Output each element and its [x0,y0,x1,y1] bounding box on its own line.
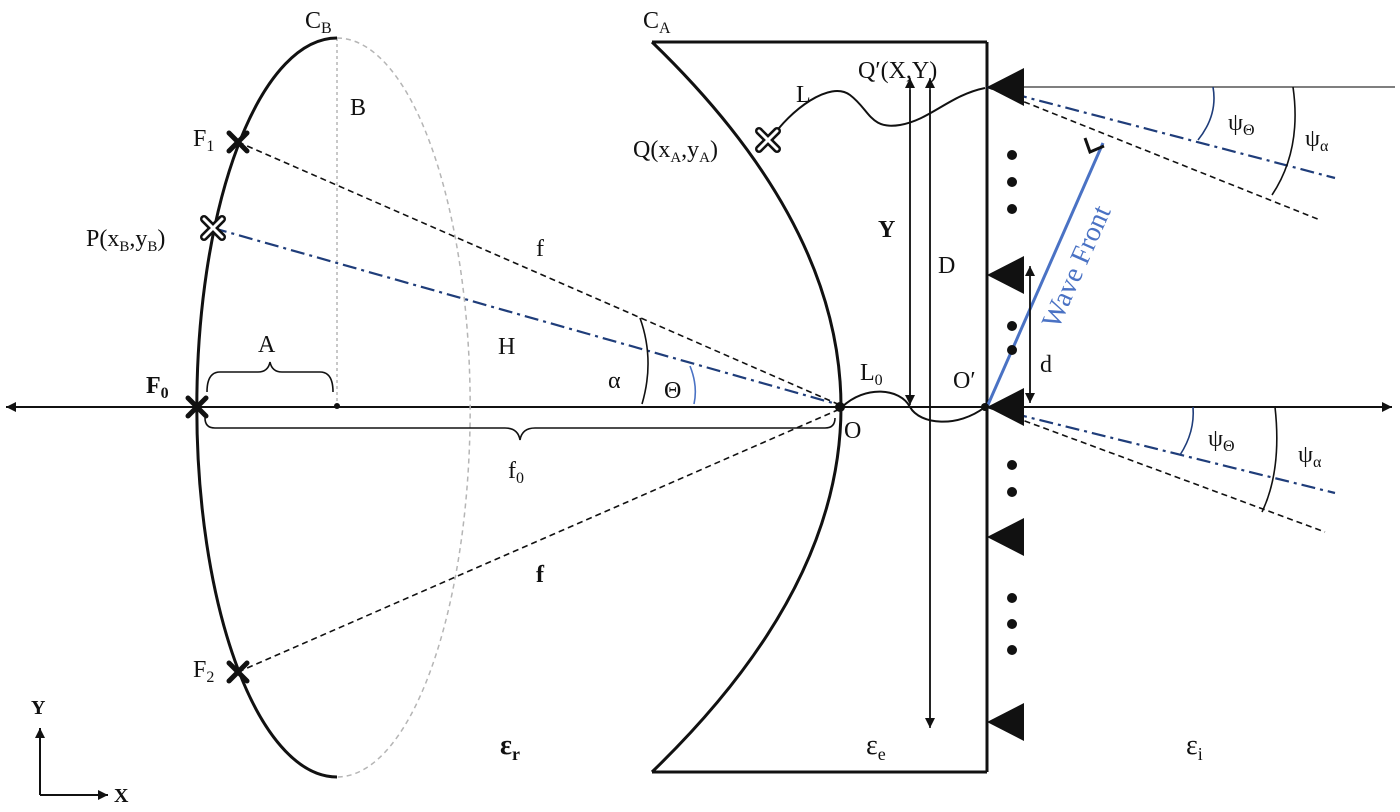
array-dot [1007,645,1017,655]
array-dot [1007,619,1017,629]
point-oprime [981,403,989,411]
array-element-top [987,68,1024,106]
label-psi-alpha-bottom: ψα [1298,442,1322,471]
label-axis-y: Y [31,697,46,719]
path-l0 [841,390,986,423]
label-a: A [258,332,276,358]
label-d-dimension: D [938,253,955,279]
arc-psi-alpha-bottom [1261,406,1278,513]
array-element-lower-mid [987,518,1024,556]
label-h: H [498,334,515,360]
label-cb: CB [305,8,332,37]
marker-f1 [226,130,250,154]
array-element-center [987,388,1024,426]
array-dot [1007,487,1017,497]
marker-q [755,127,781,153]
label-psi-alpha-top: ψα [1305,126,1329,155]
label-qprime: Q′(X,Y) [858,58,937,84]
ray-f2 [237,408,841,673]
array-element-upper-mid [987,256,1024,294]
array-dot [1007,177,1017,187]
marker-p [200,215,226,241]
point-o [835,402,845,412]
ray-f1 [237,141,841,406]
bottom-steered-ray-dashed [986,406,1326,533]
array-dot [1007,593,1017,603]
top-steered-ray-blue [986,85,1336,180]
label-f1: F1 [193,126,214,155]
label-theta: Θ [664,378,681,404]
brace-f0 [204,417,836,441]
array-dot [1007,321,1017,331]
bottom-steered-ray-blue [986,405,1336,495]
label-f0: F0 [146,373,169,402]
arc-psi-theta-bottom [1179,406,1195,456]
brace-a [206,361,334,393]
array-dot [1007,345,1017,355]
label-eps-i: εi [1186,730,1203,764]
label-l0: L0 [860,360,883,389]
label-psi-theta-bottom: ψΘ [1208,426,1235,455]
ellipse-dashed-half [336,37,471,778]
label-q: Q(xA,yA) [633,137,718,166]
label-axis-x: X [114,785,129,807]
top-steered-ray-dashed [986,86,1321,221]
label-eps-e: εe [866,730,886,764]
label-psi-theta-top: ψΘ [1228,110,1255,139]
array-dot [1007,204,1017,214]
label-o: O [844,418,861,444]
arc-psi-theta-top [1197,86,1215,141]
array-element-bottom [987,703,1024,741]
label-oprime: O′ [953,368,976,394]
label-alpha: α [608,368,621,394]
label-f-upper: f [536,236,544,262]
label-b: B [350,95,366,121]
label-eps-r: εr [500,730,520,764]
path-l [769,87,986,141]
label-p: P(xB,yB) [86,226,165,255]
array-dot [1007,150,1017,160]
label-ca: CA [643,8,671,37]
arc-psi-alpha-top [1271,86,1296,196]
label-y-dimension: Y [878,217,895,243]
label-f0-distance: f0 [508,458,524,487]
marker-f0 [185,395,209,419]
array-dot [1007,460,1017,470]
label-l: L [796,82,811,108]
arc-theta [689,365,697,405]
label-d-spacing: d [1040,352,1052,378]
label-f2: F2 [193,657,214,686]
right-angle-marker [1083,137,1105,155]
label-f-lower: f [536,562,545,588]
ray-p [212,226,841,407]
marker-f2 [226,660,250,684]
wave-front-line [985,142,1105,408]
arc-alpha [639,317,649,405]
ellipse-center [334,403,340,409]
